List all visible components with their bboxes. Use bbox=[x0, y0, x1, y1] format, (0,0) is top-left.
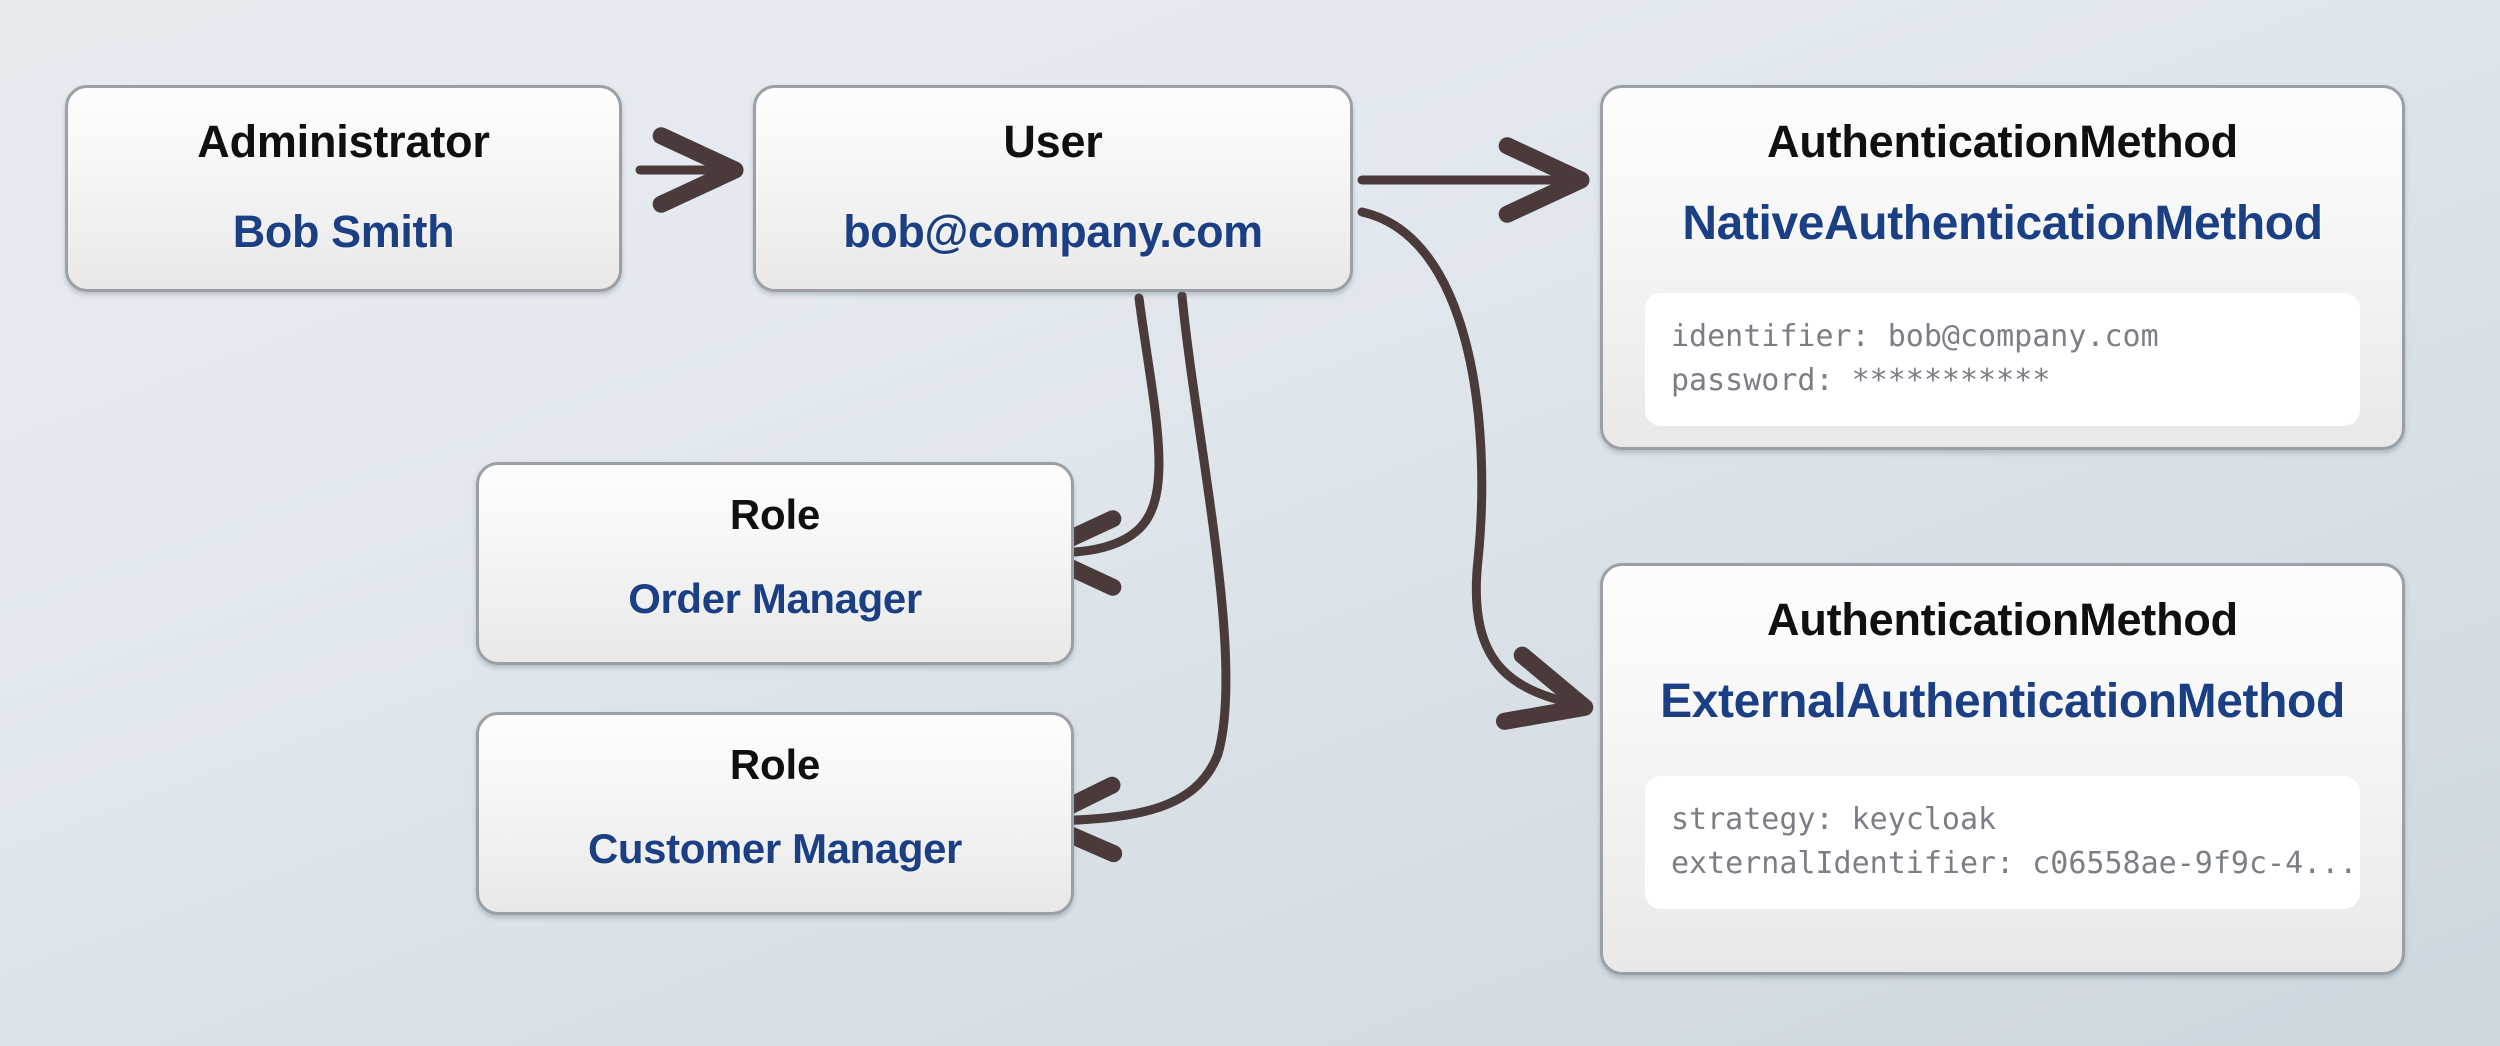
node-user-type: User bbox=[1003, 116, 1103, 167]
node-external-authentication-method-type: AuthenticationMethod bbox=[1767, 594, 2238, 645]
node-user[interactable]: User bob@company.com bbox=[753, 85, 1353, 292]
external-authentication-method-properties: strategy: keycloak externalIdentifier: c… bbox=[1645, 776, 2360, 909]
node-role-customer-manager-type: Role bbox=[729, 741, 821, 788]
node-administrator[interactable]: Administrator Bob Smith bbox=[65, 85, 622, 292]
node-role-customer-manager[interactable]: Role Customer Manager bbox=[476, 712, 1074, 915]
node-external-authentication-method-label: ExternalAuthenticationMethod bbox=[1660, 675, 2345, 728]
property-strategy: strategy: keycloak bbox=[1671, 802, 1997, 837]
node-role-order-manager[interactable]: Role Order Manager bbox=[476, 462, 1074, 665]
node-role-order-manager-type: Role bbox=[729, 491, 821, 538]
property-identifier: identifier: bob@company.com bbox=[1671, 319, 2159, 354]
node-native-authentication-method-label: NativeAuthenticationMethod bbox=[1682, 197, 2323, 250]
node-user-label: bob@company.com bbox=[843, 206, 1263, 257]
node-native-authentication-method-type: AuthenticationMethod bbox=[1767, 116, 2238, 167]
node-administrator-type: Administrator bbox=[197, 116, 490, 167]
native-authentication-method-properties: identifier: bob@company.com password: **… bbox=[1645, 293, 2360, 426]
property-password: password: *********** bbox=[1671, 362, 2051, 398]
node-role-order-manager-label: Order Manager bbox=[628, 575, 922, 622]
property-external-identifier: externalIdentifier: c06558ae-9f9c-4... bbox=[1671, 845, 2358, 881]
node-administrator-label: Bob Smith bbox=[232, 206, 455, 257]
edge-user-to-role-customer bbox=[1030, 291, 1231, 863]
node-role-customer-manager-label: Customer Manager bbox=[587, 825, 963, 872]
edge-user-to-external-auth bbox=[1357, 207, 1594, 730]
node-external-authentication-method[interactable]: AuthenticationMethod ExternalAuthenticat… bbox=[1600, 563, 2405, 975]
node-native-authentication-method[interactable]: AuthenticationMethod NativeAuthenticatio… bbox=[1600, 85, 2405, 450]
